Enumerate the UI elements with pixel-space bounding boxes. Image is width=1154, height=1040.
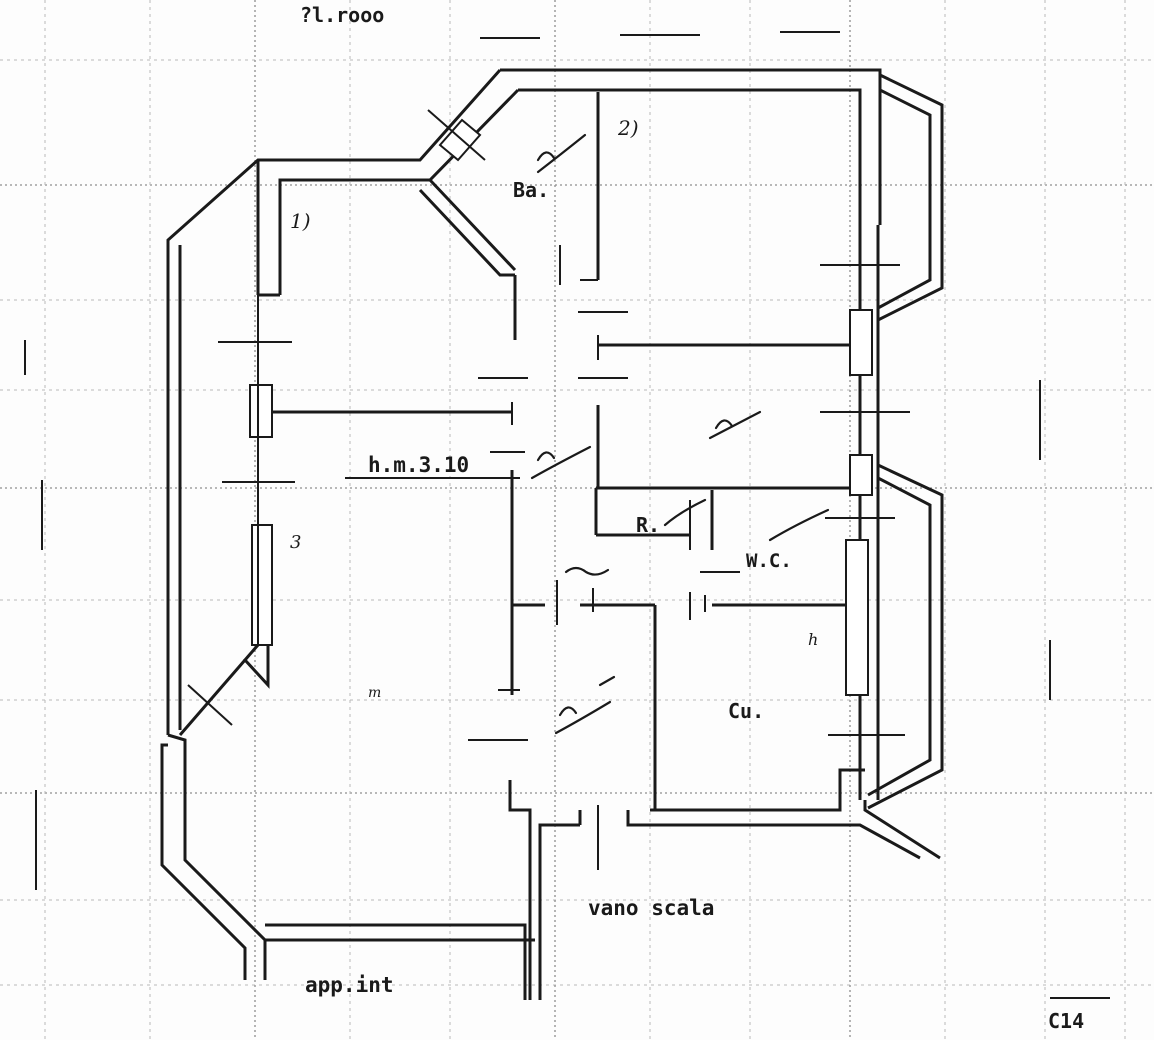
ceiling-height-label: h.m.3.10 [368,453,469,477]
hand-mark-h: h [808,630,818,649]
bathroom-label: Ba. [513,178,549,202]
outer-walls [160,68,941,1000]
toilet-label: W.C. [746,550,792,572]
right-windows [820,264,910,736]
right-balconies [867,73,944,810]
note-3-label: 3 [290,532,301,553]
handwritten-marks [530,133,830,735]
interior-walls [272,92,850,870]
hand-mark-m: m [368,685,381,701]
left-windows [178,109,486,736]
stairwell-label: vano scala [588,896,714,920]
note-2-label: 2) [617,116,639,140]
margin-marks [24,31,1110,999]
room-labels: ?l.rooo Ba. 2) 1) 3 h.m.3.10 R. W.C. Cu.… [290,3,1084,1033]
corner-code-label: C14 [1048,1009,1084,1033]
header-fragment-label: ?l.rooo [300,3,384,27]
adjacent-apartment-label: app.int [305,973,394,997]
kitchen-label: Cu. [728,699,764,723]
note-1-label: 1) [290,209,311,233]
storage-label: R. [636,513,660,537]
